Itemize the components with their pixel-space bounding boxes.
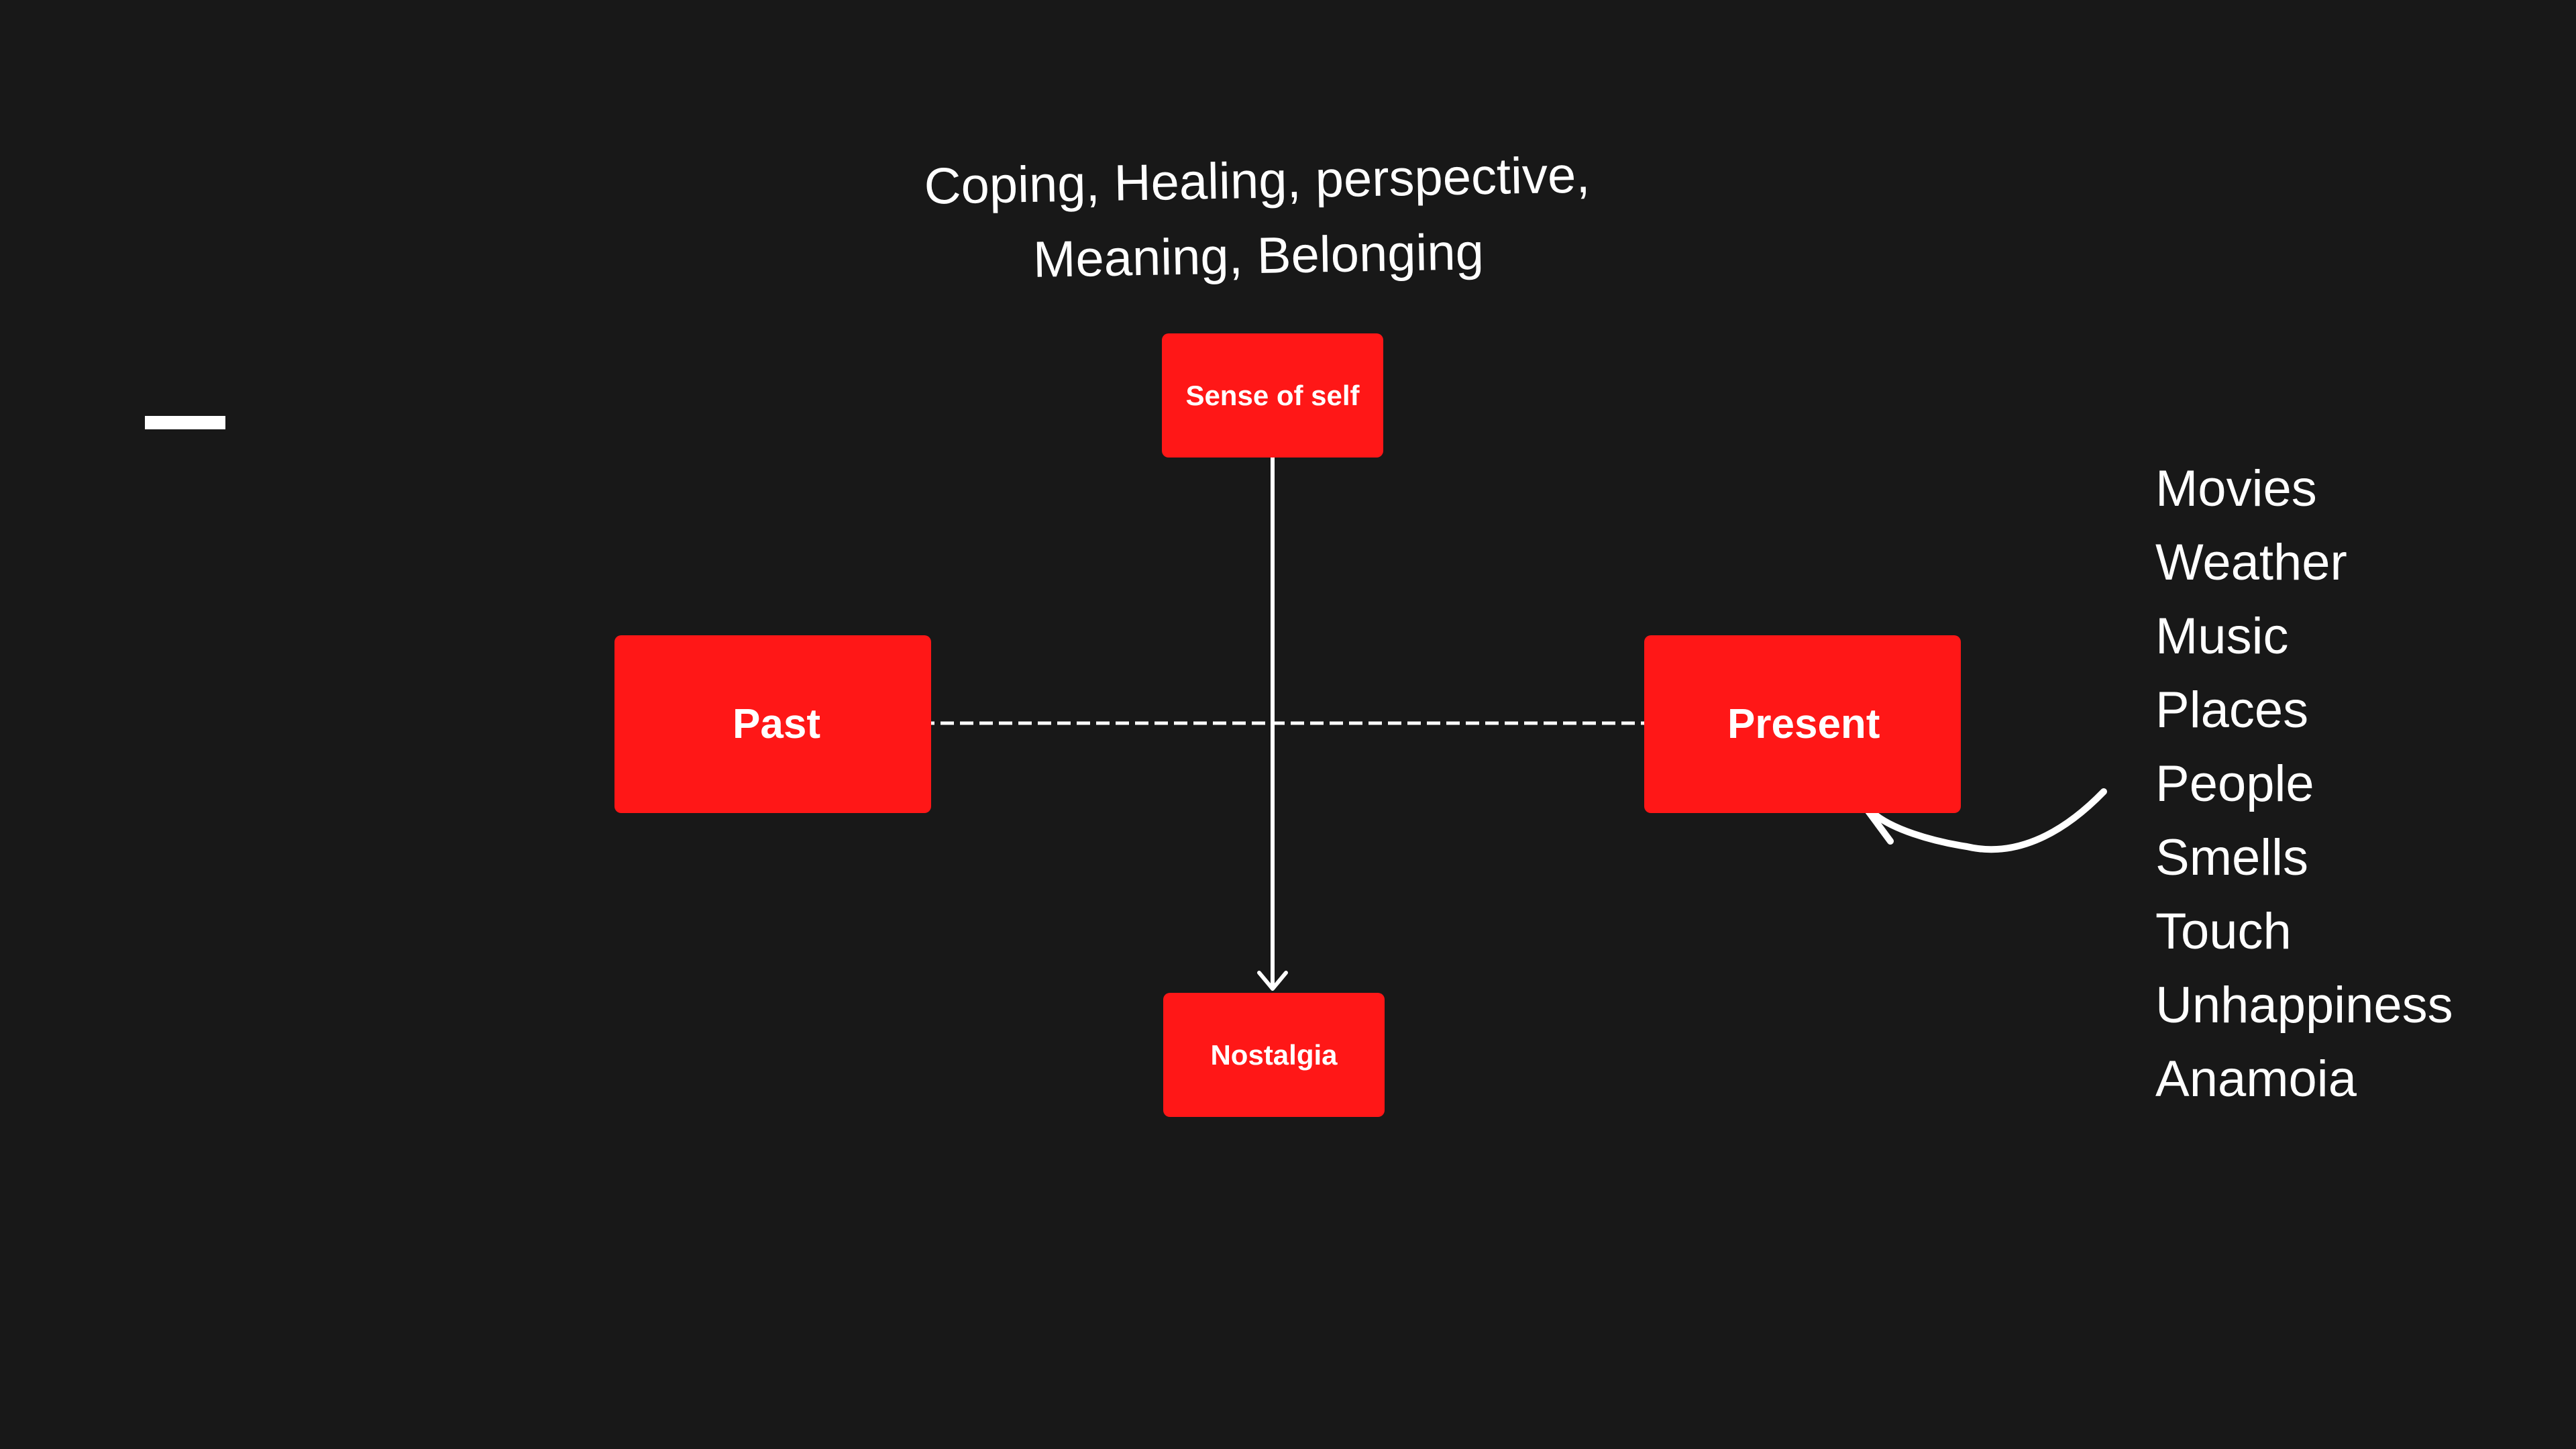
node-present: Present xyxy=(1644,635,1961,813)
list-item: Music xyxy=(2155,608,2289,665)
list-item: Anamoia xyxy=(2155,1051,2357,1108)
node-sense-of-self: Sense of self xyxy=(1162,333,1383,458)
node-label: Present xyxy=(1727,701,1880,747)
list-item: People xyxy=(2155,755,2314,812)
node-label: Nostalgia xyxy=(1210,1038,1338,1071)
list-item: Movies xyxy=(2155,460,2317,517)
list-item: Places xyxy=(2155,682,2309,739)
curved-arrow-line xyxy=(1868,788,2107,853)
word-list: Movies Weather Music Places People Smell… xyxy=(2155,452,2453,1116)
list-item: Touch xyxy=(2155,903,2292,960)
heading-line-1: Coping, Healing, perspective, xyxy=(923,146,1591,215)
list-item: Unhappiness xyxy=(2155,977,2453,1034)
list-item: Weather xyxy=(2155,534,2347,591)
node-nostalgia: Nostalgia xyxy=(1163,993,1385,1117)
node-label: Sense of self xyxy=(1185,379,1360,411)
list-item: Smells xyxy=(2155,829,2309,886)
heading-line-2: Meaning, Belonging xyxy=(1032,223,1485,288)
dash-mark xyxy=(145,416,225,429)
node-label: Past xyxy=(733,701,820,747)
node-past: Past xyxy=(614,635,931,813)
arrow-icon xyxy=(1257,971,1288,991)
diagram-heading: Coping, Healing, perspective, Meaning, B… xyxy=(857,137,1658,301)
